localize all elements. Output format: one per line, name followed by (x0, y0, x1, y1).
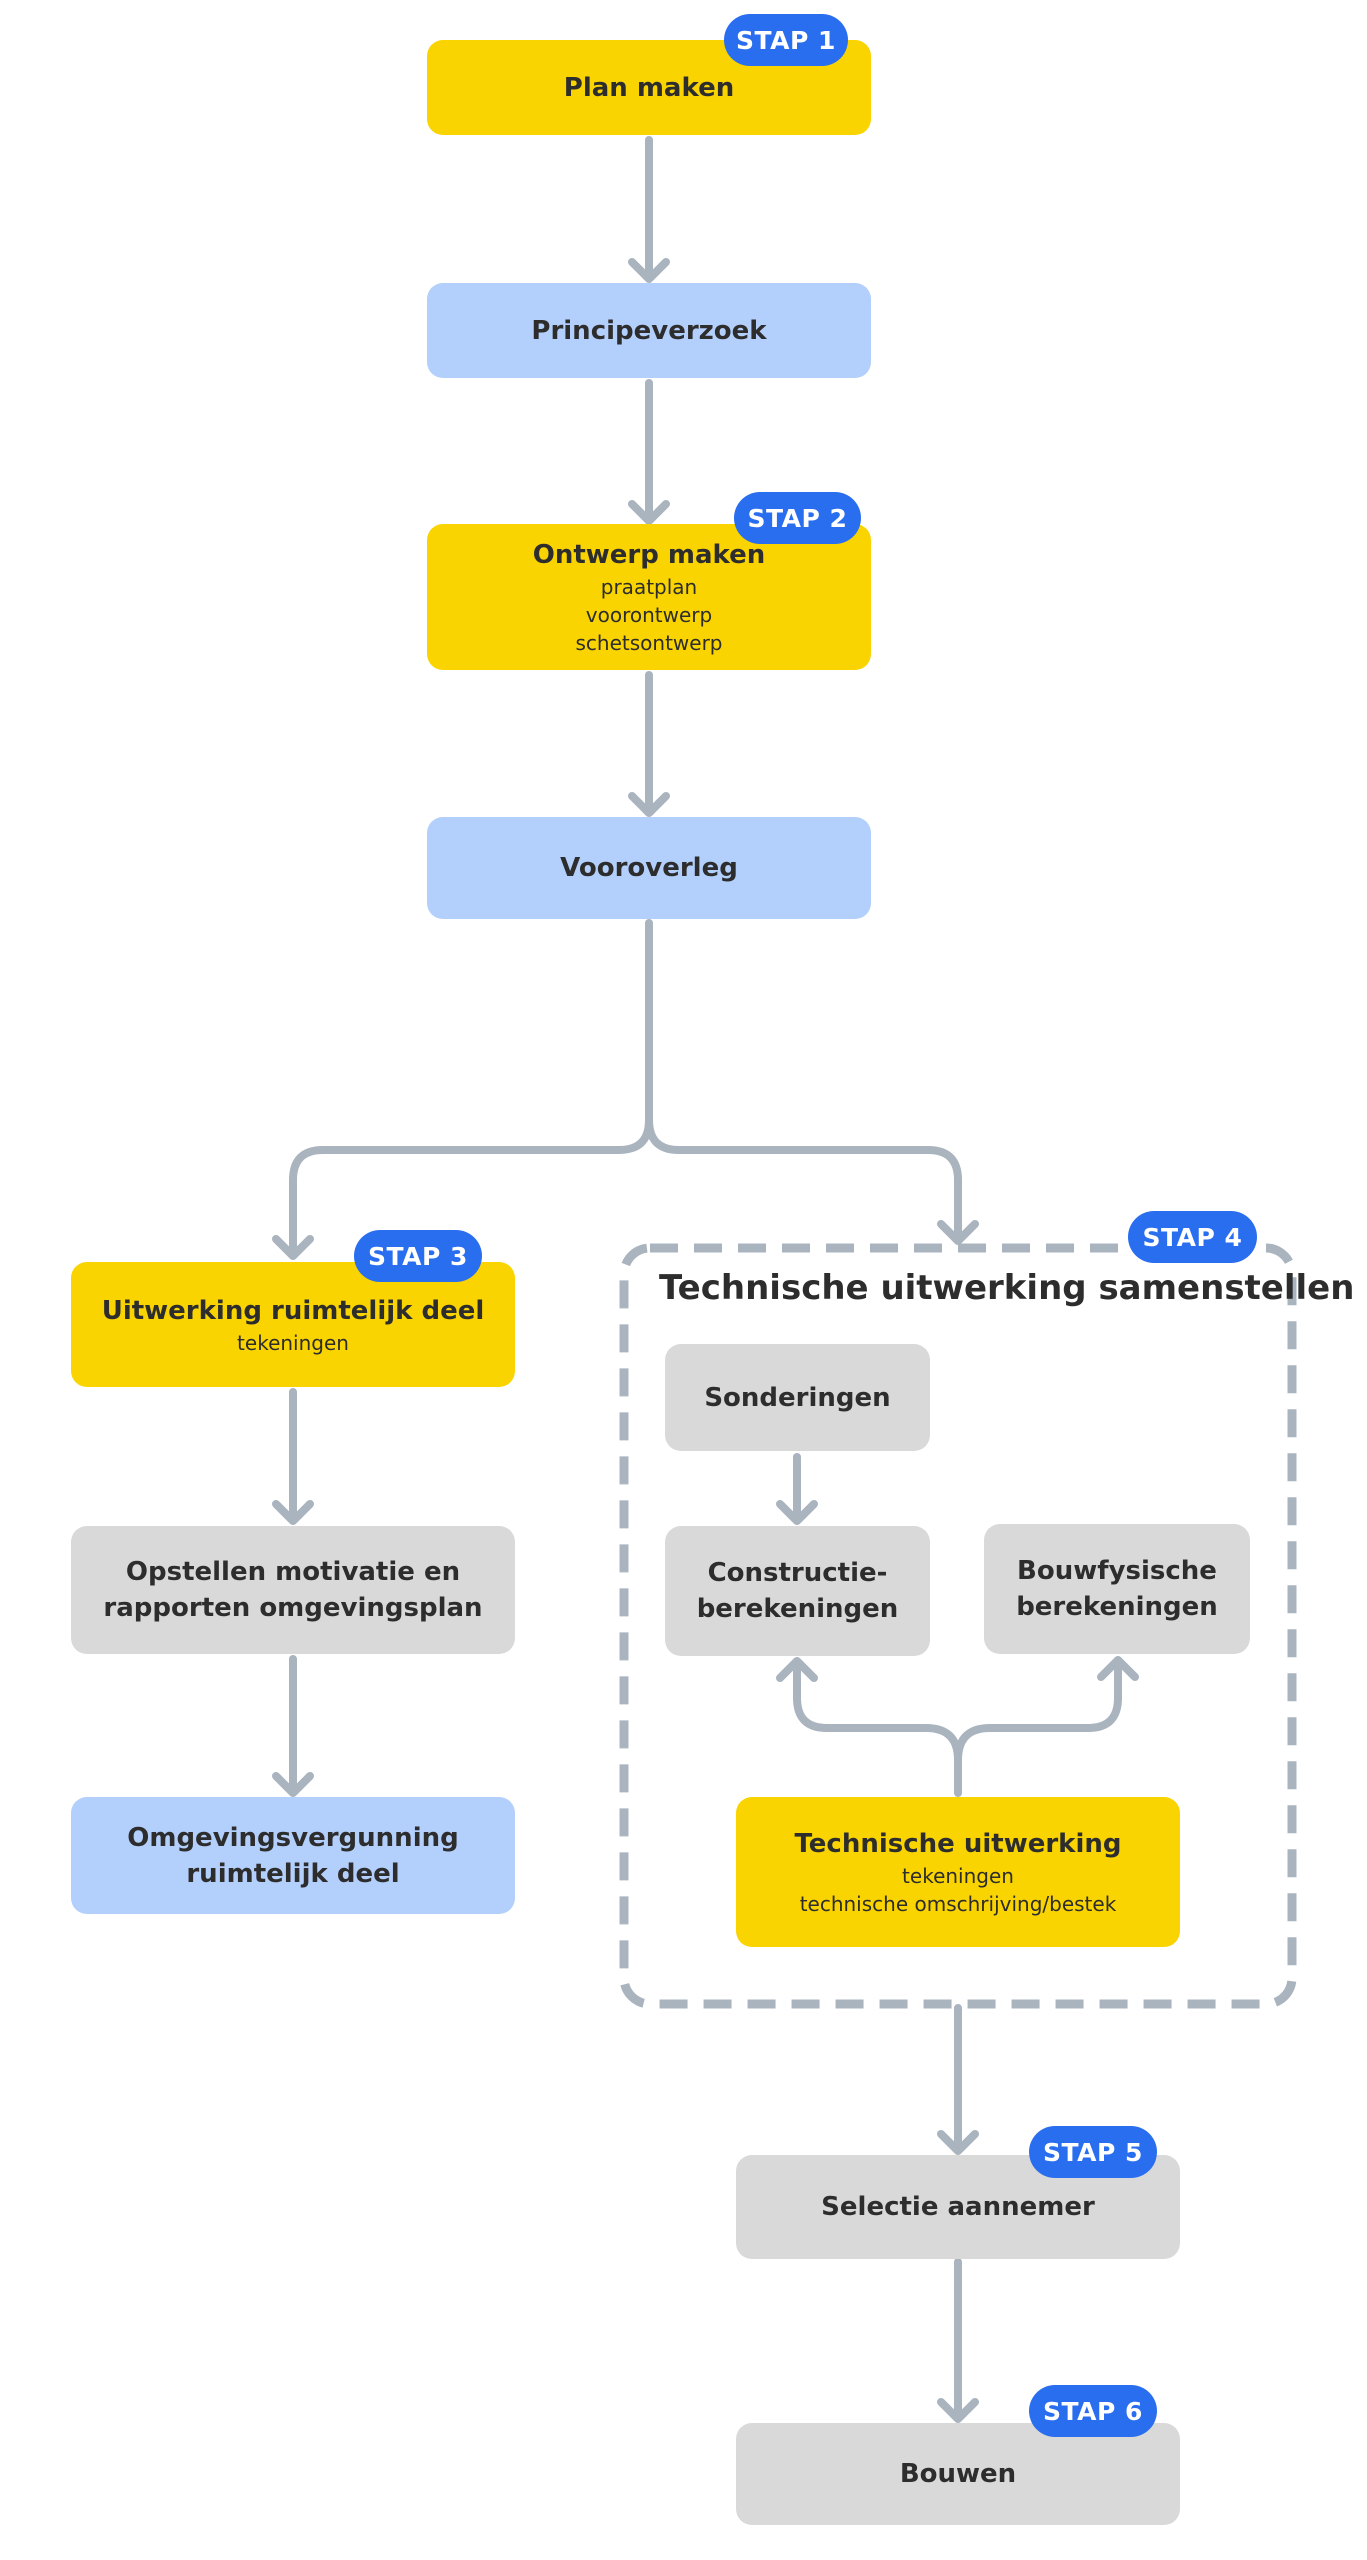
step-uitwerking-ruimtelijk-deel[interactable]: Uitwerking ruimtelijk deel tekeningen (71, 1262, 515, 1387)
technisch-group-title: Technische uitwerking samenstellen (659, 1268, 1355, 1308)
arrow-plan-to-principeverzoek (628, 136, 670, 283)
step-ontwerp-sub-schetsontwerp: schetsontwerp (575, 631, 723, 655)
arrow-selectie-to-bouwen (937, 2258, 979, 2423)
arrow-opstellen-to-vergunning (272, 1655, 314, 1797)
step-bouwfysische-berekeningen[interactable]: Bouwfysische berekeningen (984, 1524, 1250, 1654)
arrow-principeverzoek-to-ontwerp (628, 379, 670, 525)
arrow-technische-to-bouwfysisch (954, 1656, 1139, 1764)
step-ontwerp-maken-title: Ontwerp maken (532, 540, 766, 570)
badge-stap-2: STAP 2 (734, 492, 861, 544)
step-sonderingen-title: Sonderingen (704, 1382, 891, 1413)
step-bouwfysisch-title-line-1: Bouwfysische (1017, 1556, 1217, 1586)
step-vooroverleg[interactable]: Vooroverleg (427, 817, 871, 919)
step-uitwerking-sub-tekeningen: tekeningen (237, 1330, 349, 1355)
step-ontwerp-sub-praatplan: praatplan (600, 575, 698, 599)
step-technische-uitwerking-title: Technische uitwerking (794, 1829, 1122, 1859)
step-vergunning-title-line-1: Omgevingsvergunning (127, 1822, 459, 1853)
step-selectie-title: Selectie aannemer (821, 2192, 1095, 2222)
step-selectie-aannemer[interactable]: Selectie aannemer (736, 2155, 1180, 2259)
step-opstellen-motivatie[interactable]: Opstellen motivatie en rapporten omgevin… (71, 1526, 515, 1654)
arrow-vooroverleg-to-uitwerking (272, 919, 653, 1260)
step-opstellen-title-line-2: rapporten omgevingsplan (103, 1593, 483, 1623)
arrow-technisch-to-selectie (937, 2004, 979, 2155)
step-constructieberekeningen[interactable]: Constructie- berekeningen (665, 1526, 930, 1656)
step-omgevingsvergunning[interactable]: Omgevingsvergunning ruimtelijk deel (71, 1797, 515, 1914)
step-technische-sub-omschrijving: technische omschrijving/bestek (799, 1892, 1117, 1916)
badge-stap-3: STAP 3 (354, 1230, 482, 1282)
badge-stap-1: STAP 1 (724, 14, 848, 66)
badge-stap-4: STAP 4 (1128, 1211, 1257, 1263)
step-vergunning-title-line-2: ruimtelijk deel (186, 1858, 400, 1889)
step-principeverzoek-title: Principeverzoek (531, 315, 767, 346)
arrow-ontwerp-to-vooroverleg (628, 671, 670, 817)
step-technische-sub-tekeningen: tekeningen (902, 1864, 1014, 1888)
step-sonderingen[interactable]: Sonderingen (665, 1344, 930, 1451)
step-ontwerp-sub-voorontwerp: voorontwerp (585, 603, 713, 627)
step-principeverzoek[interactable]: Principeverzoek (427, 283, 871, 378)
arrow-uitwerking-to-opstellen (272, 1388, 314, 1525)
step-bouwen-title: Bouwen (899, 2459, 1017, 2489)
step-bouwen[interactable]: Bouwen (736, 2423, 1180, 2525)
badge-stap-5: STAP 5 (1029, 2126, 1157, 2178)
badge-stap-6: STAP 6 (1029, 2385, 1157, 2437)
step-constructie-title-line-1: Constructie- (707, 1558, 888, 1588)
step-technische-uitwerking[interactable]: Technische uitwerking tekeningen technis… (736, 1797, 1180, 1947)
step-bouwfysisch-title-line-2: berekeningen (1016, 1592, 1218, 1622)
step-opstellen-title-line-1: Opstellen motivatie en (125, 1557, 461, 1587)
step-constructie-title-line-2: berekeningen (696, 1594, 899, 1624)
arrow-vooroverleg-to-technisch (645, 1116, 979, 1245)
step-vooroverleg-title: Vooroverleg (560, 853, 738, 883)
arrow-technische-to-constructie (776, 1657, 962, 1797)
arrow-sonderingen-to-constructie (776, 1453, 818, 1525)
technisch-group-frame (619, 1243, 1297, 2009)
step-ontwerp-maken[interactable]: Ontwerp maken praatplan voorontwerp sche… (427, 524, 871, 670)
step-plan-maken-title: Plan maken (563, 72, 735, 103)
step-uitwerking-title: Uitwerking ruimtelijk deel (101, 1295, 485, 1326)
